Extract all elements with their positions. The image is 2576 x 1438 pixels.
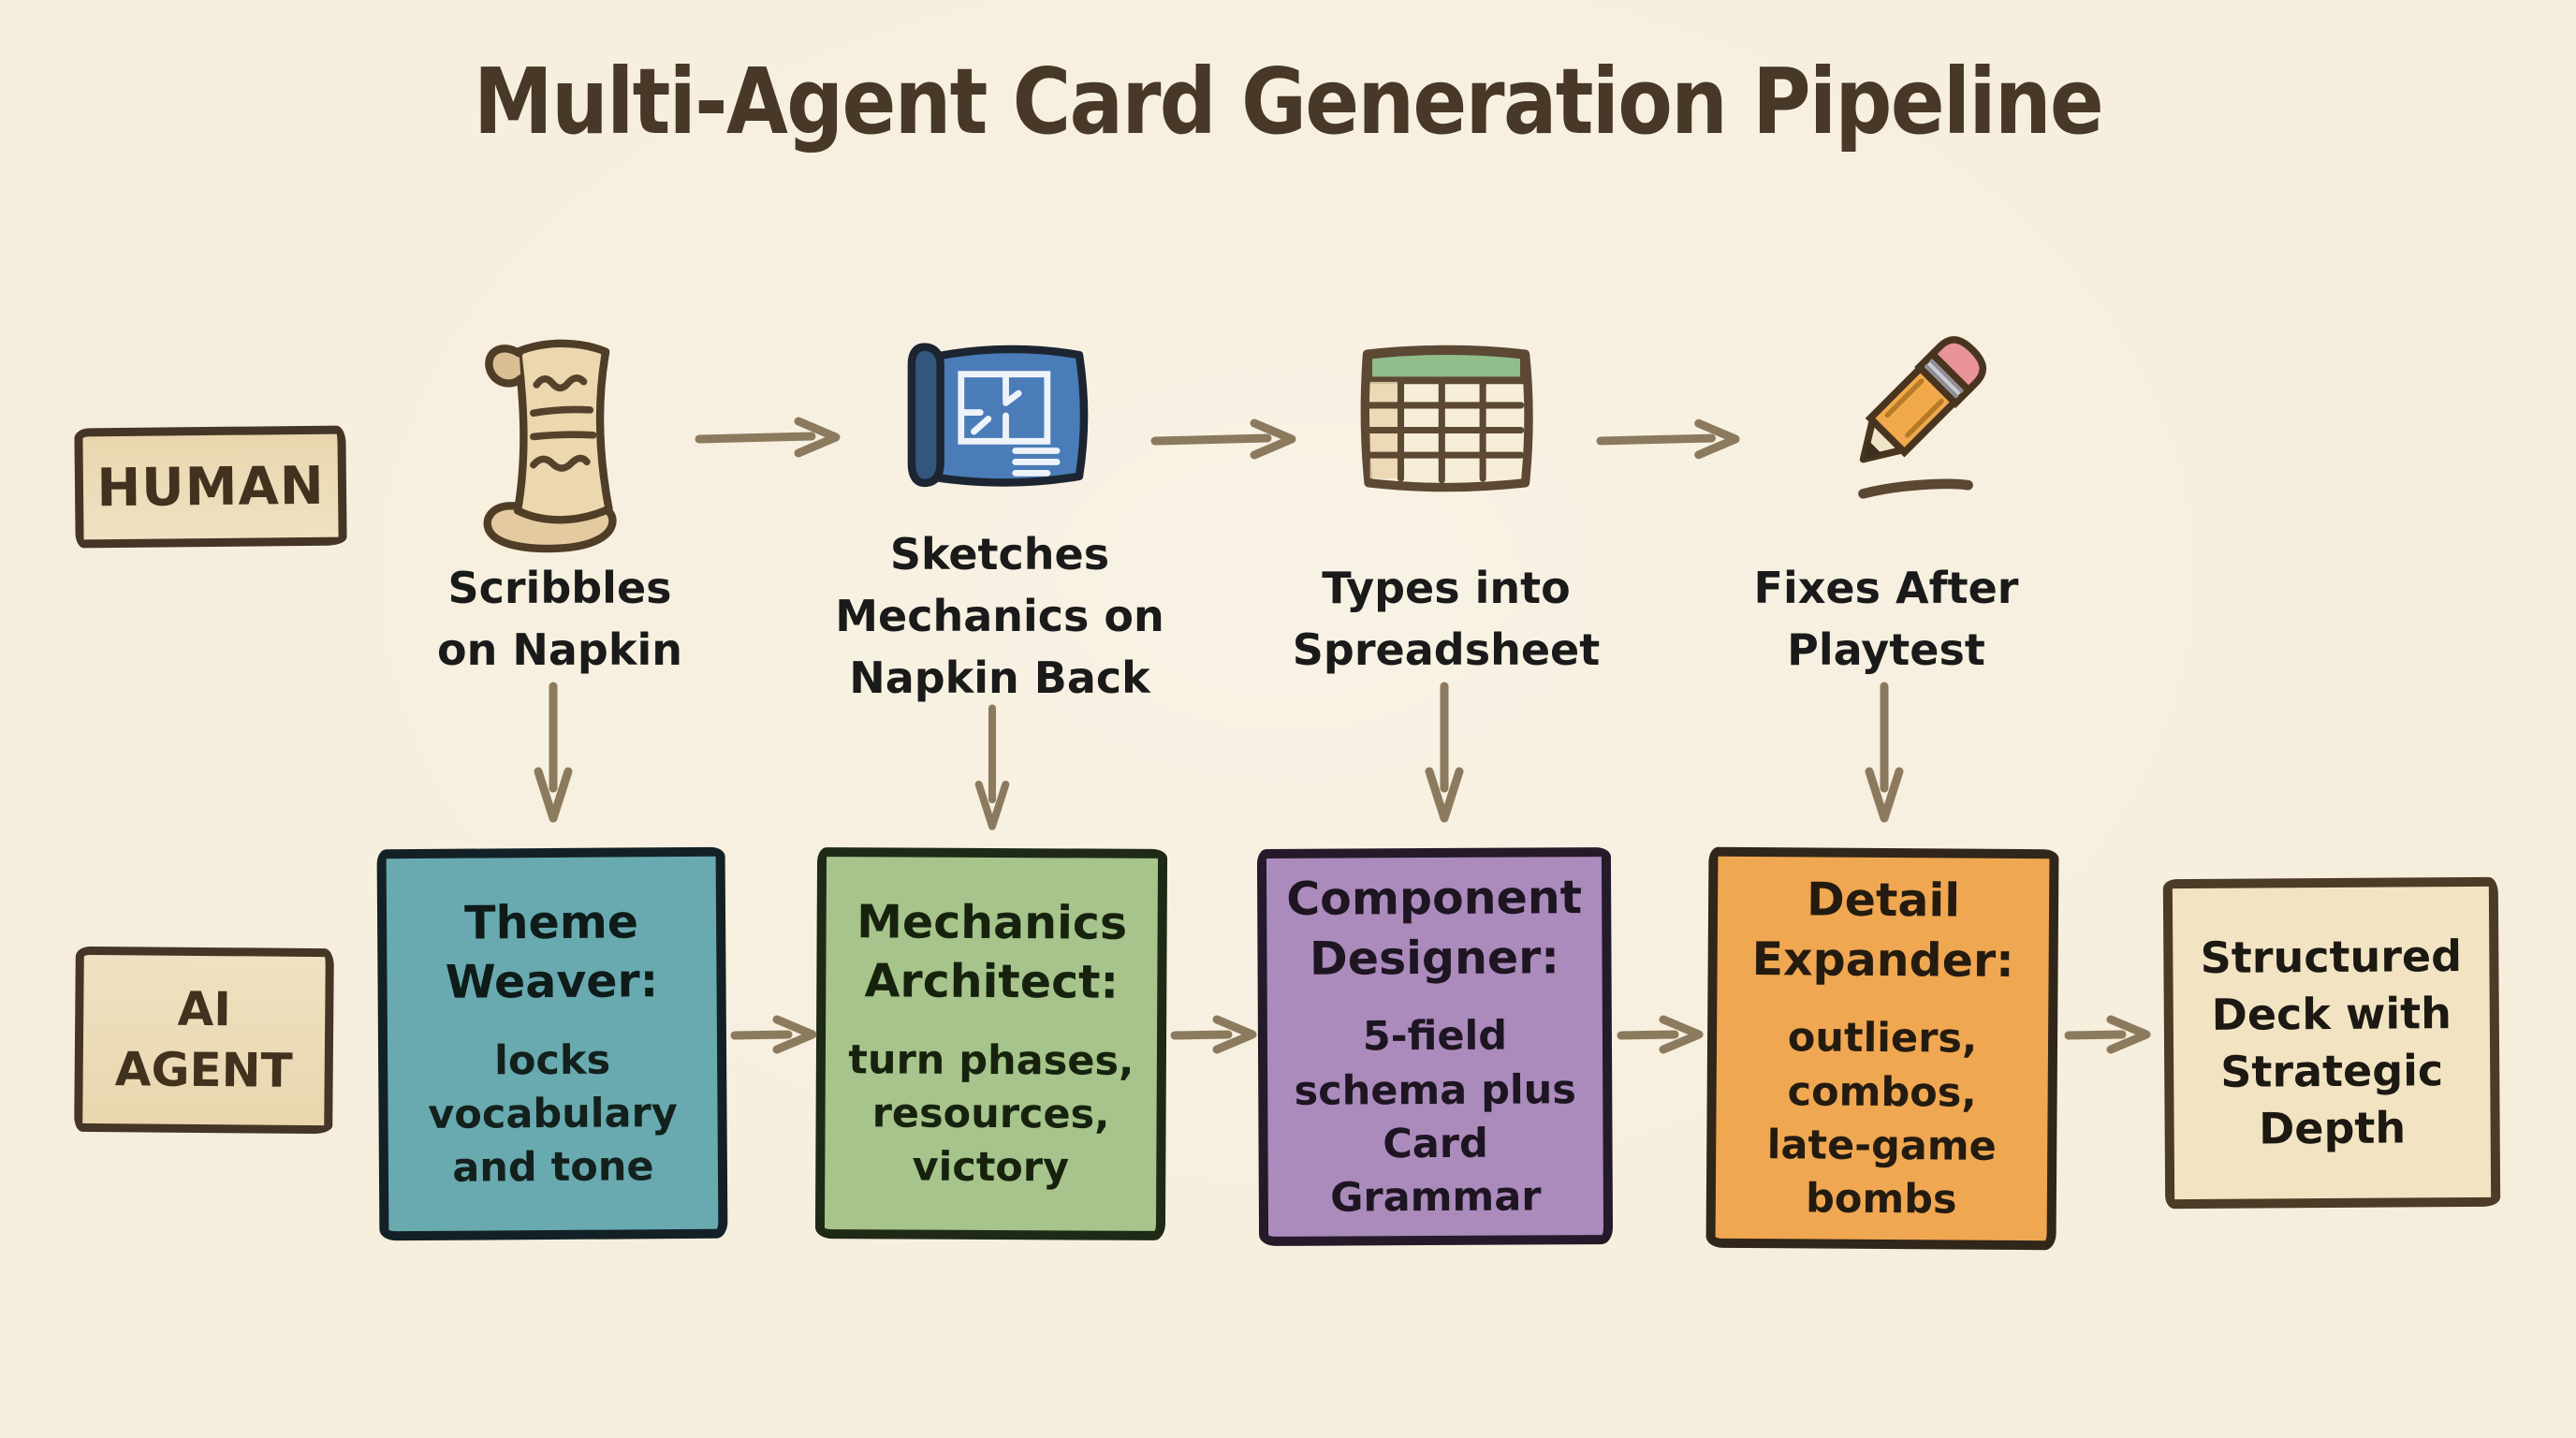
arrow-fixes-to-detail-expander <box>1865 682 1904 823</box>
agent-desc: locks vocabulary and tone <box>428 1036 678 1193</box>
arrow-mechanics-to-component <box>1170 1015 1257 1054</box>
arrow-sketches-to-mechanics-architect <box>974 704 1010 830</box>
spreadsheet-icon <box>1360 345 1533 492</box>
agent-box-theme-weaver: Theme Weaver: locks vocabulary and tone <box>376 846 728 1241</box>
arrow-theme-to-mechanics <box>730 1015 817 1054</box>
ai-agent-row-label-text: AI AGENT <box>114 981 293 1098</box>
agent-name: Detail Expander: <box>1751 873 2014 988</box>
arrow-component-to-detail <box>1617 1015 1704 1054</box>
agent-desc: 5-field schema plus Card Grammar <box>1294 1012 1577 1222</box>
arrow-scribbles-to-theme-weaver <box>534 682 573 823</box>
agent-desc: outliers, combos, late-game bombs <box>1766 1014 1997 1224</box>
human-row-label-text: HUMAN <box>96 455 325 519</box>
step-label-types: Types into Spreadsheet <box>1292 563 1601 675</box>
page-title: Multi-Agent Card Generation Pipeline <box>473 49 2104 154</box>
step-label-fixes: Fixes After Playtest <box>1753 563 2019 675</box>
arrow-detail-to-output <box>2064 1015 2151 1054</box>
agent-box-detail-expander: Detail Expander: outliers, combos, late-… <box>1705 846 2059 1251</box>
agent-box-component-designer: Component Designer: 5-field schema plus … <box>1256 847 1614 1246</box>
ai-agent-row-label: AI AGENT <box>74 946 334 1135</box>
arrow-spreadsheet-to-pencil <box>1596 418 1740 460</box>
agent-box-mechanics-architect: Mechanics Architect: turn phases, resour… <box>814 847 1168 1240</box>
agent-name: Mechanics Architect: <box>856 894 1128 1009</box>
arrow-types-to-component-designer <box>1425 682 1464 823</box>
blueprint-icon <box>907 343 1089 488</box>
output-box-structured-deck: Structured Deck with Strategic Depth <box>2162 876 2501 1210</box>
agent-name: Theme Weaver: <box>445 894 659 1010</box>
step-label-sketches: Sketches Mechanics on Napkin Back <box>835 529 1164 703</box>
agent-desc: turn phases, resources, victory <box>848 1036 1134 1192</box>
agent-name: Component Designer: <box>1286 871 1583 986</box>
human-row-label: HUMAN <box>74 425 347 549</box>
output-box-text: Structured Deck with Strategic Depth <box>2200 930 2463 1154</box>
pencil-icon <box>1858 336 1986 499</box>
napkin-scroll-icon <box>483 339 617 553</box>
arrow-blueprint-to-spreadsheet <box>1150 418 1296 460</box>
arrow-scroll-to-blueprint <box>695 417 841 458</box>
step-label-scribbles: Scribbles on Napkin <box>437 563 682 675</box>
